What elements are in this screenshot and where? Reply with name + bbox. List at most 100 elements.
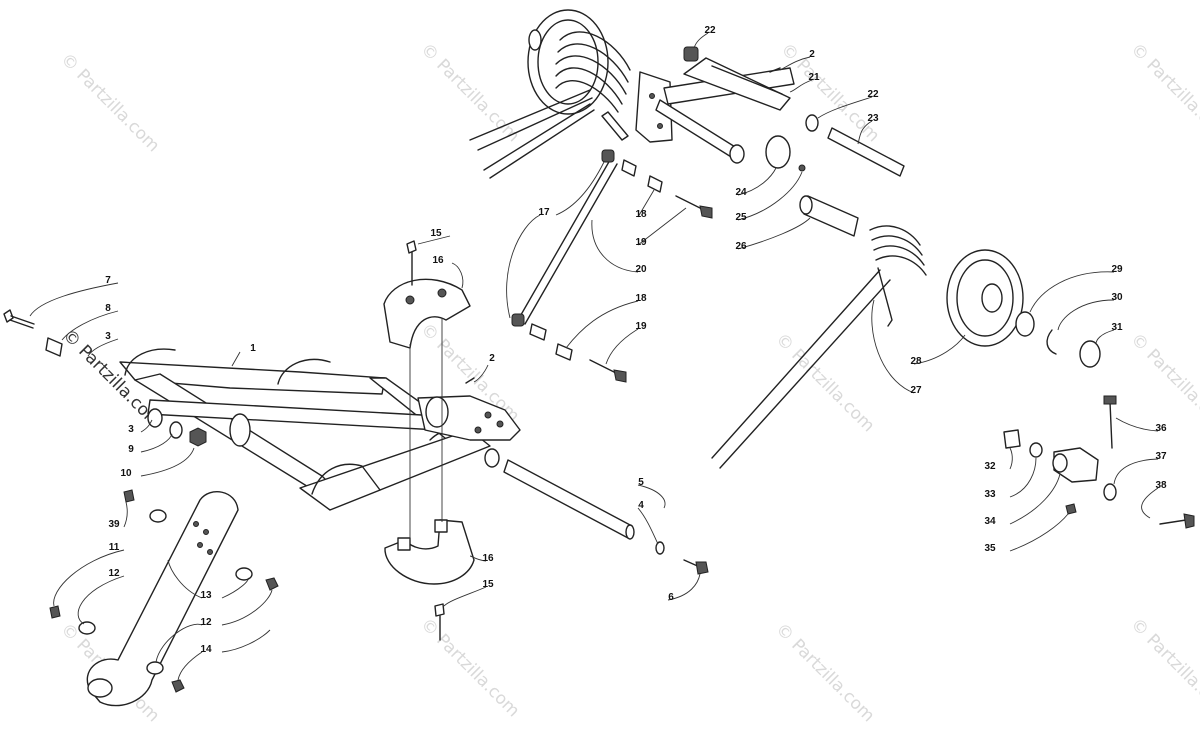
bolt-39 [123,489,135,503]
bushing-17-lower [511,313,525,327]
bushing-24 [765,135,791,169]
callout-label: 22 [867,89,879,100]
bolt-11 [49,605,61,619]
callout-label: 16 [482,553,494,564]
callout-label: 35 [984,543,996,554]
snap-ring-30 [1046,329,1057,355]
callout-label: 12 [108,568,120,579]
front-arm-assembly [3,309,521,511]
callout-label: 9 [128,444,134,455]
watermark: © Partzilla.com [1126,614,1200,721]
callout-label: 29 [1111,264,1123,275]
washer-12-bottom [146,661,164,675]
bushing-3 [147,408,163,428]
callout-label: 19 [635,321,647,332]
callout-label: 5 [638,477,644,488]
callout-label: 8 [105,303,111,314]
washer-33 [1029,442,1043,458]
callout-label: 32 [984,461,996,472]
bearing-29 [1015,311,1035,337]
shock-guard-assembly [383,240,475,641]
callout-label: 38 [1155,480,1167,491]
callout-label: 12 [200,617,212,628]
callout-label: 6 [668,592,674,603]
watermark: © Partzilla.com [416,39,523,146]
arm-hook-mid [277,358,331,385]
nut-14-upper [265,577,279,591]
callout-label: 11 [109,542,120,553]
pin-2-lower [465,377,475,384]
cross-shaft-assembly [503,459,709,575]
axle-washer [229,413,251,447]
callout-label: 16 [432,255,444,266]
callout-label: 24 [735,187,747,198]
callout-label: 36 [1155,423,1167,434]
watermark: © Partzilla.com [1126,39,1200,146]
washer-9 [169,421,183,439]
guard-upper-16 [383,278,471,349]
bolt-19-upper [675,195,705,211]
bushing-17-upper [601,149,615,163]
torsion-spring-rear [869,225,927,276]
idler-wheel-upper [527,9,609,115]
nut-10 [189,427,207,447]
spring-arm-upper-1 [469,89,591,141]
bushing-22-right [805,114,819,132]
leader-lines [29,32,1159,681]
callout-label: 2 [809,49,815,60]
callout-label: 18 [635,209,647,220]
spacer-18-upper [621,159,637,177]
callout-label: 7 [105,275,111,286]
rear-arm-upper-assembly [469,9,1195,529]
callout-label: 15 [430,228,442,239]
callout-label: 27 [910,385,922,396]
callout-label: 4 [638,500,644,511]
callout-label: 31 [1111,322,1123,333]
callout-label: 14 [200,644,212,655]
screw-15-lower [434,603,445,617]
callout-label: 26 [735,241,747,252]
callout-label: 34 [984,516,996,527]
nut-14-lower [171,679,185,693]
callout-label: 28 [910,356,922,367]
callout-label: 18 [635,293,647,304]
sleeve-8 [45,337,63,357]
callout-label: 37 [1155,451,1167,462]
washer-4 [655,541,665,555]
washer-12-lower [78,621,96,635]
cap-31 [1079,340,1101,368]
bolt-38 [1159,519,1187,525]
callout-label: 20 [635,264,647,275]
callout-label: 23 [867,113,879,124]
shaft-23 [827,127,905,177]
callout-label: 21 [808,72,820,83]
callout-label: 33 [984,489,996,500]
callout-label: 10 [120,468,132,479]
callout-label: 25 [735,212,747,223]
watermark: © Partzilla.com [771,619,878,726]
callout-label: 22 [704,25,716,36]
bushing-32 [1003,429,1021,449]
callout-label: 17 [538,207,550,218]
bolt-36 [1109,401,1113,449]
callout-label: 13 [200,590,212,601]
watermark: © Partzilla.com [416,614,523,721]
arm-lower-crossbar [299,429,491,511]
cross-shaft-5 [503,459,633,539]
washer-12-right [235,567,253,581]
spring-arm-long [711,269,881,459]
washer-12-upper [149,509,167,523]
bolt-19-lower [589,359,619,375]
callout-label: 15 [482,579,494,590]
pin-2-upper [769,67,781,73]
callout-label: 30 [1111,292,1123,303]
upper-pivot-bracket [635,71,673,143]
callout-label: 1 [250,343,256,354]
watermark: © Partzilla.com [56,49,163,156]
guard-lower-16 [384,519,475,585]
callout-label: 39 [108,519,120,530]
bolt-7 [3,309,14,323]
washer-37 [1103,483,1117,501]
